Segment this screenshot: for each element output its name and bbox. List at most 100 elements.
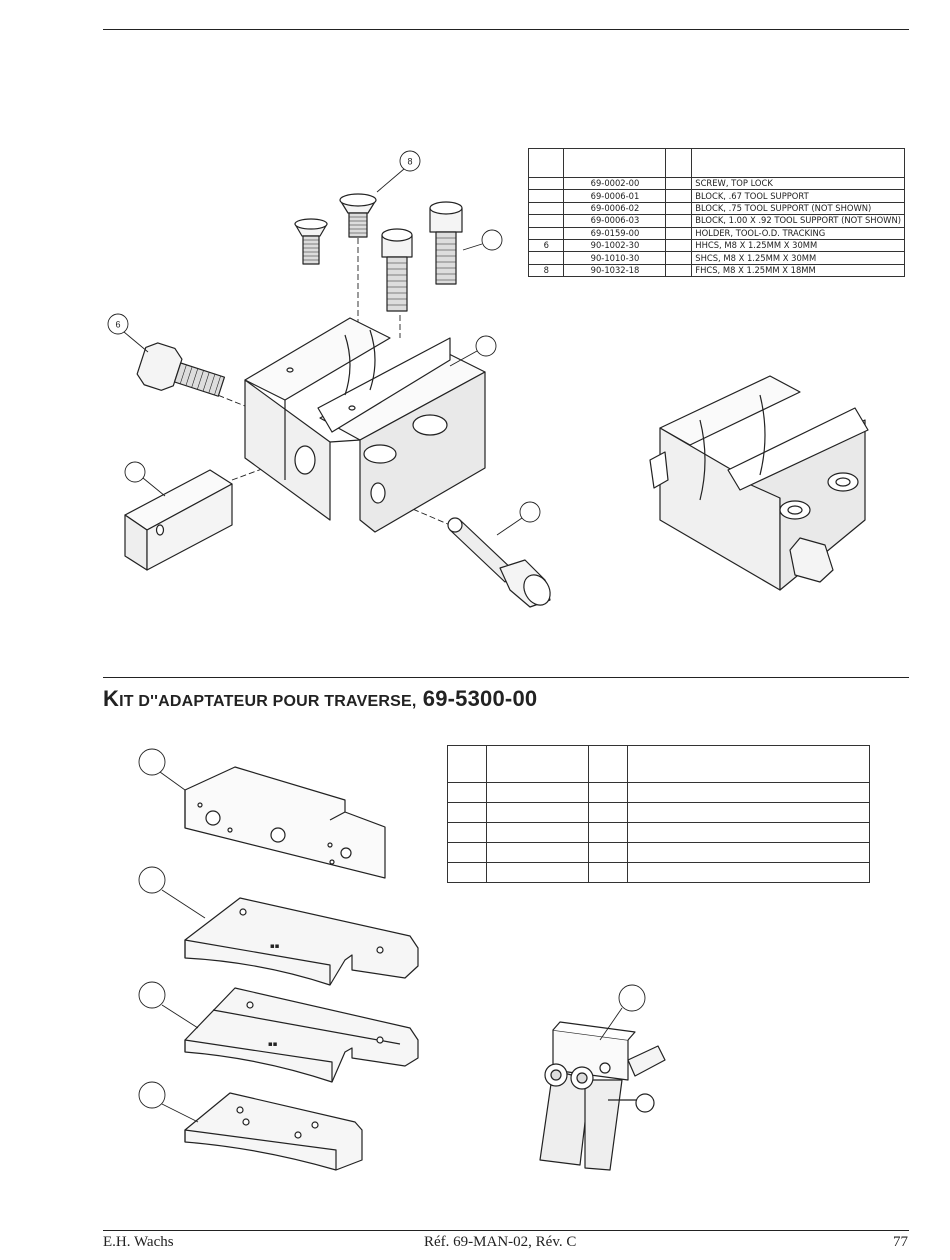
parts-list-row: 90-1010-30 SHCS, M8 X 1.25MM X 30MM — [527, 251, 905, 265]
description-cell: BLOCK, 1.00 X .92 TOOL SUPPORT (NOT SHOW… — [691, 214, 905, 228]
empty-cell — [447, 862, 487, 883]
empty-cell — [486, 782, 589, 803]
quantity-cell — [665, 238, 693, 253]
section-title-part-number: 69-5300-00 — [416, 686, 538, 711]
description-cell: BLOCK, .75 TOOL SUPPORT (NOT SHOWN) — [691, 201, 905, 216]
empty-cell — [588, 822, 628, 843]
socket-head-cap-screw — [381, 228, 413, 312]
empty-cell — [588, 802, 628, 823]
section-title-initial: K — [103, 686, 120, 711]
top-lock-screw — [447, 517, 551, 608]
part-number-cell: 69-0002-00 — [563, 176, 667, 191]
tool-holder-exploded-illustration: 8 6 — [107, 150, 869, 608]
item-number-cell — [527, 251, 565, 265]
description-cell: SCREW, TOP LOCK — [691, 176, 905, 191]
empty-cell — [588, 782, 628, 803]
empty-cell — [486, 842, 589, 863]
section-divider-rule — [103, 677, 909, 678]
flat-head-screw-small — [294, 218, 328, 265]
part-number-cell: 90-1032-18 — [563, 263, 667, 278]
description-cell: FHCS, M8 X 1.25MM X 18MM — [691, 263, 905, 278]
item-number-cell: 8 — [527, 263, 565, 278]
section-title: KIT D''ADAPTATEUR POUR TRAVERSE, 69-5300… — [103, 686, 537, 712]
parts-list-row: 69-0002-00 SCREW, TOP LOCK — [527, 176, 905, 191]
part-number-cell: 69-0006-02 — [563, 201, 667, 216]
curved-support-plate-c — [184, 1092, 363, 1171]
empty-cell — [486, 862, 589, 883]
footer-manual-reference: Réf. 69-MAN-02, Rév. C — [424, 1234, 577, 1250]
empty-cell — [588, 842, 628, 863]
item-number-cell — [527, 189, 565, 203]
callout-circles — [107, 150, 541, 536]
part-number-cell: 69-0159-00 — [563, 226, 667, 240]
part-number-cell: 90-1002-30 — [563, 238, 667, 253]
empty-cell — [627, 822, 870, 843]
parts-list-bottom-row — [447, 862, 870, 883]
item-number-cell — [527, 214, 565, 228]
tool-support-block — [244, 317, 486, 533]
empty-cell — [447, 782, 487, 803]
footer-rule — [103, 1230, 909, 1231]
quantity-cell — [665, 176, 693, 191]
assembled-crossbar-adaptor — [539, 1021, 666, 1171]
quantity-cell — [665, 214, 693, 228]
empty-cell — [588, 862, 628, 883]
empty-cell — [627, 862, 870, 883]
empty-cell — [627, 782, 870, 803]
section-title-small-caps: IT D''ADAPTATEUR POUR TRAVERSE, — [119, 693, 417, 710]
empty-cell — [447, 822, 487, 843]
footer-page-number: 77 — [893, 1234, 908, 1250]
parts-list-bottom-header-row — [447, 745, 870, 783]
parts-list-header-row — [527, 148, 905, 178]
empty-cell — [627, 842, 870, 863]
quantity-cell — [665, 251, 693, 265]
empty-cell — [486, 822, 589, 843]
item-number-cell — [527, 201, 565, 216]
empty-cell — [486, 802, 589, 823]
callout-8-label: 8 — [407, 157, 412, 167]
part-number-cell: 69-0006-03 — [563, 214, 667, 228]
item-number-cell: 6 — [527, 238, 565, 253]
socket-head-cap-screw-long — [429, 201, 463, 285]
parts-list-bottom-row — [447, 782, 870, 803]
engraved-mark-b: ▪▪ — [268, 1040, 278, 1048]
curved-support-plate-a: ▪▪ — [184, 897, 419, 986]
footer-company: E.H. Wachs — [103, 1234, 174, 1250]
parts-list-table-bottom — [447, 745, 870, 883]
description-cell: HHCS, M8 X 1.25MM X 30MM — [691, 238, 905, 253]
assembled-tool-holder-view — [649, 375, 869, 591]
header-rule — [103, 29, 909, 30]
empty-cell — [627, 802, 870, 823]
part-number-cell: 90-1010-30 — [563, 251, 667, 265]
adaptor-plate — [184, 766, 386, 879]
item-number-cell — [527, 226, 565, 240]
description-cell: SHCS, M8 X 1.25MM X 30MM — [691, 251, 905, 265]
empty-cell — [447, 802, 487, 823]
parts-list-bottom-row — [447, 842, 870, 863]
parts-list-bottom-row — [447, 802, 870, 823]
callout-6-label: 6 — [115, 320, 120, 330]
description-cell: HOLDER, TOOL-O.D. TRACKING — [691, 226, 905, 240]
parts-list-row: 69-0159-00 HOLDER, TOOL-O.D. TRACKING — [527, 226, 905, 240]
hex-head-bolt-6 — [136, 342, 226, 397]
parts-list-bottom-row — [447, 822, 870, 843]
empty-cell — [447, 842, 487, 863]
parts-list-row: 69-0006-02 BLOCK, .75 TOOL SUPPORT (NOT S… — [527, 201, 905, 216]
parts-list-row: 69-0006-03 BLOCK, 1.00 X .92 TOOL SUPPORT… — [527, 214, 905, 228]
part-number-cell: 69-0006-01 — [563, 189, 667, 203]
description-cell: BLOCK, .67 TOOL SUPPORT — [691, 189, 905, 203]
flat-head-screw-8 — [339, 193, 377, 238]
quantity-cell — [665, 201, 693, 216]
quantity-cell — [665, 189, 693, 203]
quantity-cell — [665, 263, 693, 278]
engraved-mark-a: ▪▪ — [270, 942, 280, 950]
small-spacer-block — [124, 469, 233, 571]
quantity-cell — [665, 226, 693, 240]
parts-list-row: 69-0006-01 BLOCK, .67 TOOL SUPPORT — [527, 189, 905, 203]
item-number-cell — [527, 176, 565, 191]
curved-support-plate-b: ▪▪ — [184, 987, 419, 1083]
